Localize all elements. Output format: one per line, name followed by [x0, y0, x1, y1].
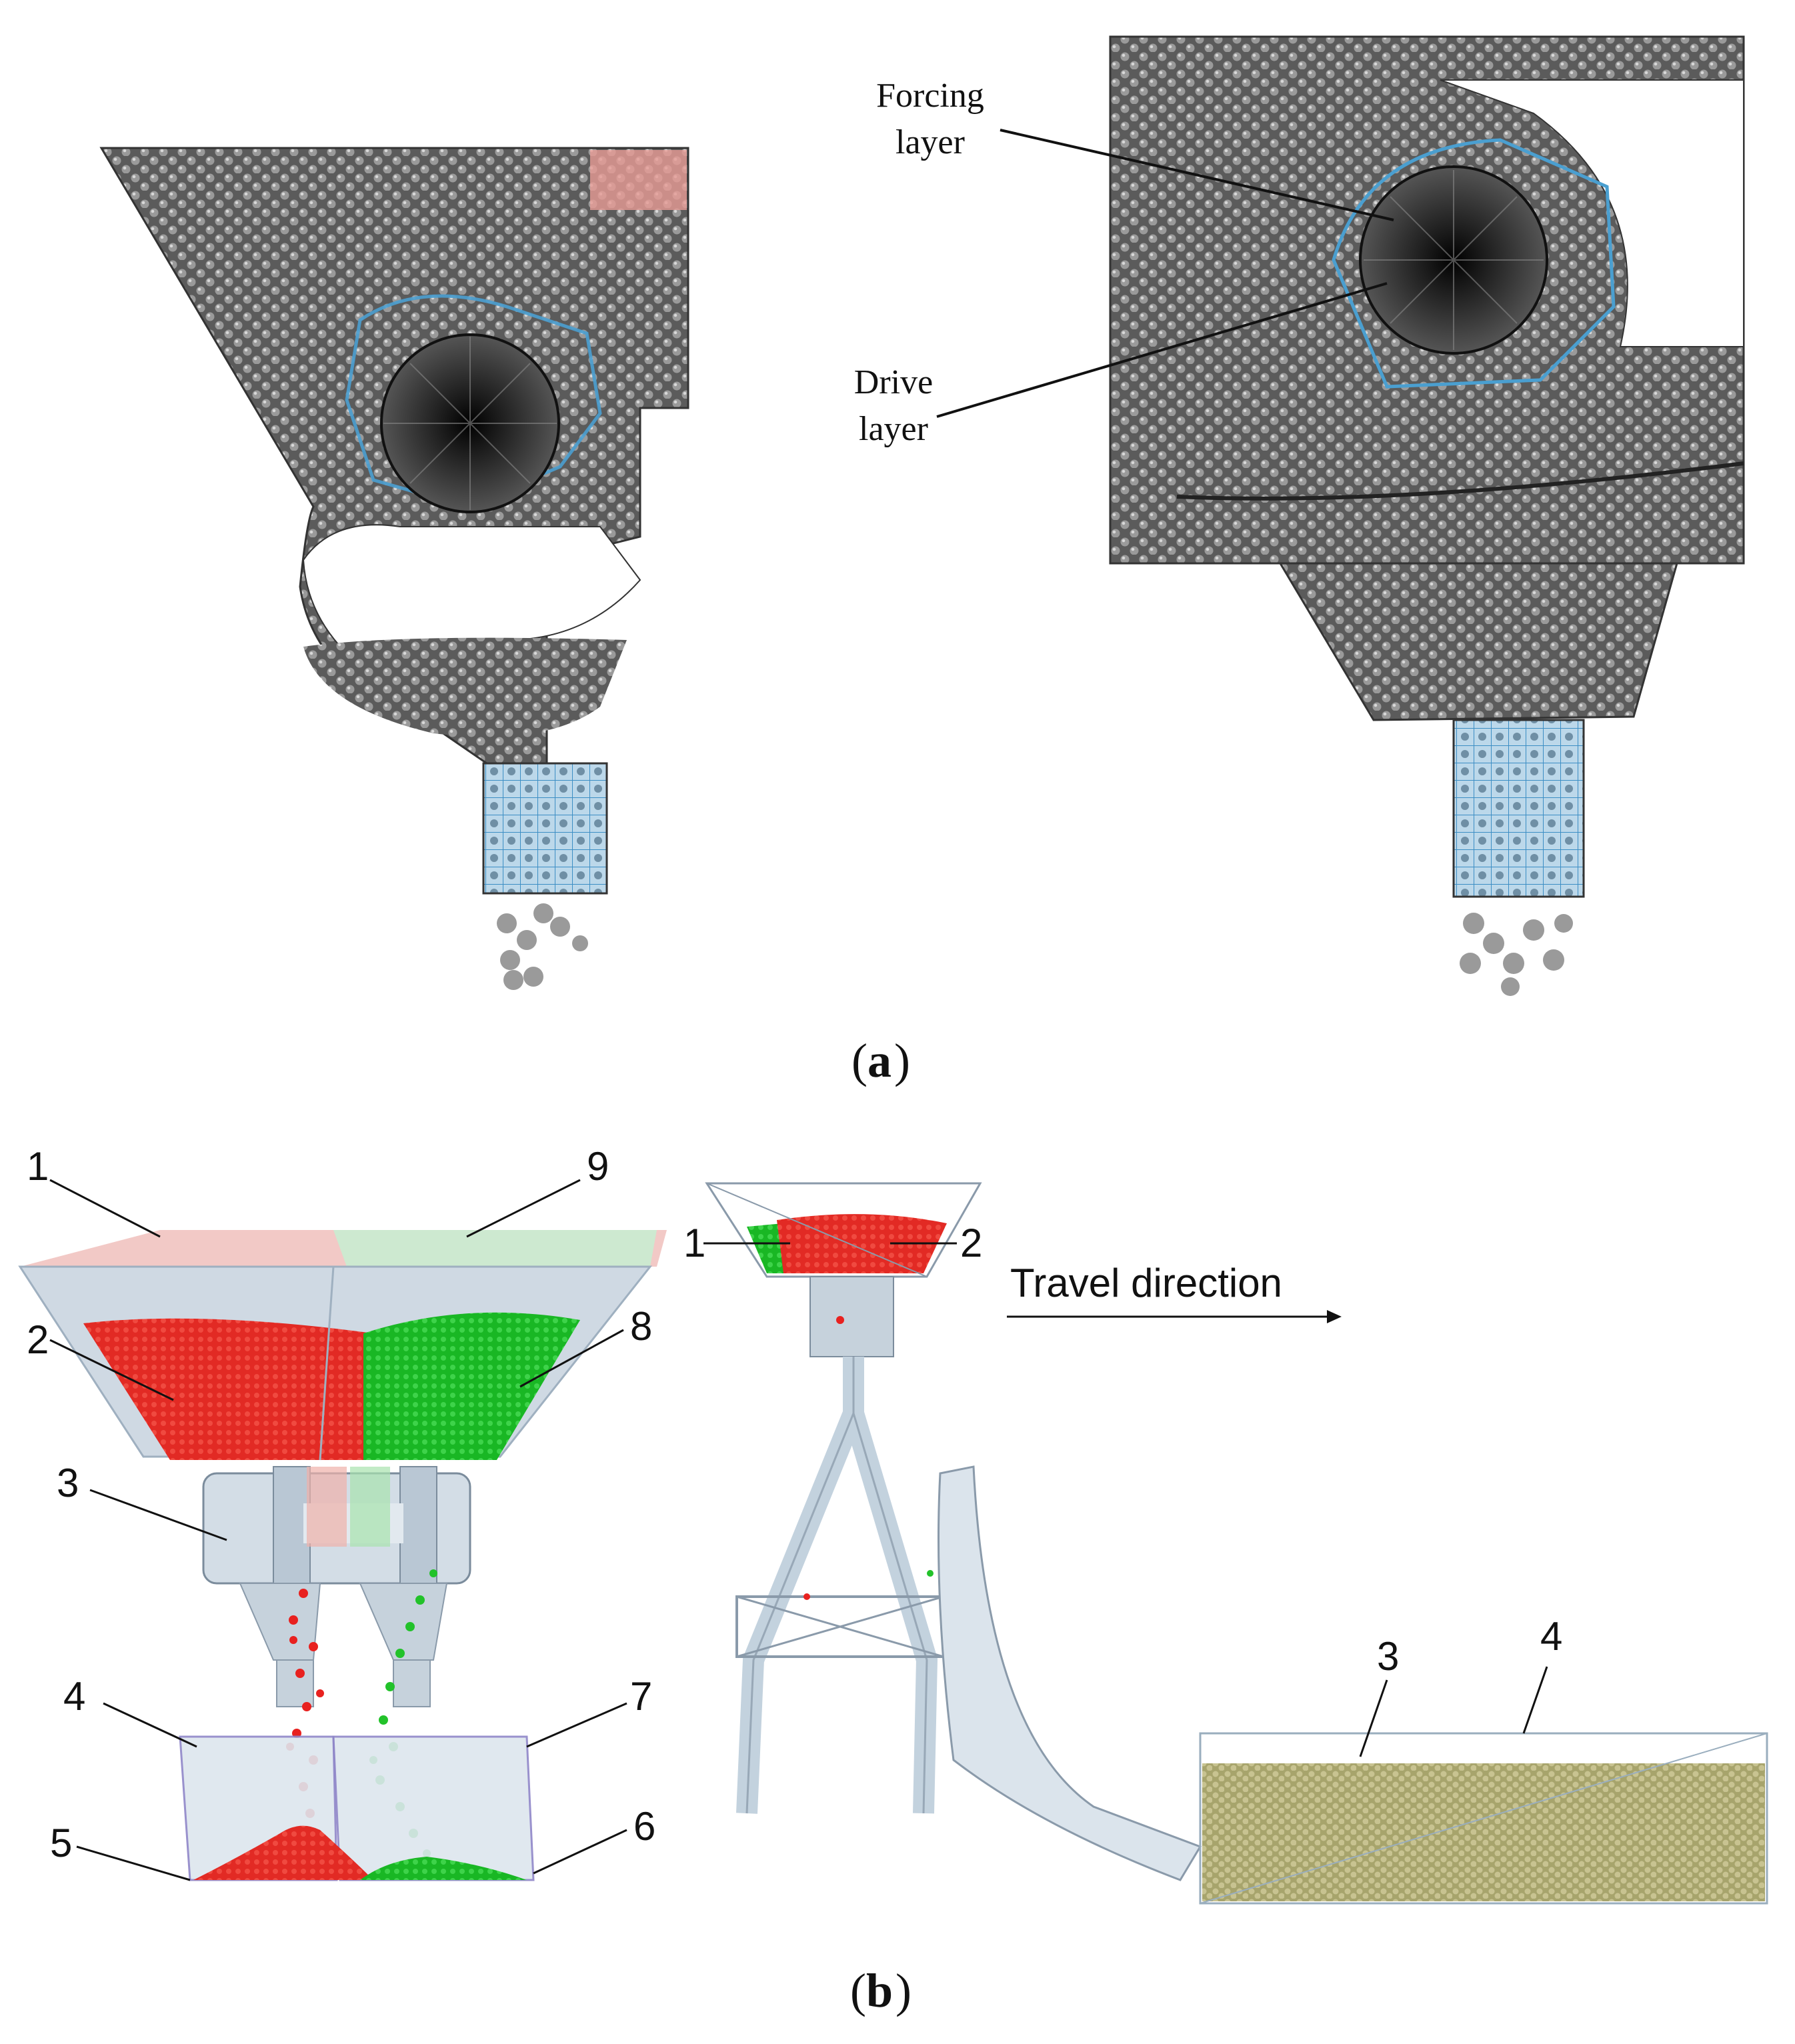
svg-text:(: ( — [851, 1034, 867, 1087]
panel-a-left-meter — [99, 147, 689, 990]
red-seed-pile — [193, 1825, 373, 1880]
discharge-tube-a-right — [1452, 719, 1585, 898]
panel-b-right-planter-unit: Travel direction 1 2 3 4 — [683, 1182, 1768, 1905]
forcing-layer-leader — [1000, 129, 1394, 221]
upper-chamber-empty — [1440, 79, 1744, 347]
hopper-top-right-green — [333, 1230, 657, 1267]
label-b-right-1: 1 — [683, 1221, 705, 1265]
label-b-left-7: 7 — [630, 1674, 652, 1719]
label-b-left-8: 8 — [630, 1304, 652, 1349]
planter-meter-box — [809, 1276, 894, 1357]
right-collection-box — [332, 1735, 535, 1881]
label-b-right-2: 2 — [960, 1221, 982, 1265]
wheel-cell-outline — [345, 294, 602, 509]
right-discharge-funnel — [359, 1583, 448, 1661]
leader-lines-b-right — [703, 1242, 1548, 1757]
planter-red-dots — [803, 1316, 844, 1600]
label-b-left-4: 4 — [63, 1674, 85, 1719]
travel-arrow-head — [1327, 1310, 1342, 1323]
wheel-cell-outline-right — [1332, 138, 1616, 389]
hopper-corner-red — [590, 150, 687, 210]
internal-chamber — [302, 524, 641, 655]
lower-seed-bed — [303, 637, 627, 737]
label-b-left-3: 3 — [57, 1461, 79, 1505]
planter-seed-tubes — [736, 1357, 938, 1814]
left-discharge-funnel — [239, 1583, 321, 1661]
red-seed-volume — [83, 1318, 373, 1460]
baffle-plate — [1176, 461, 1744, 501]
label-b-left-2: 2 — [27, 1317, 49, 1362]
green-seed-volume — [363, 1312, 580, 1460]
label-b-left-6: 6 — [633, 1804, 655, 1849]
discharge-tube-a-left — [482, 762, 608, 895]
planter-green-dots — [927, 1570, 934, 1577]
drive-label-line2: layer — [859, 410, 928, 448]
panel-b-left-divided-hopper: 1 9 2 8 3 4 7 5 6 — [18, 1144, 667, 1881]
caption-a-letter: a — [867, 1034, 891, 1087]
travel-direction-label: Travel direction — [1010, 1261, 1282, 1305]
funnel-a-right — [1278, 562, 1678, 721]
forcing-label-line1: Forcing — [876, 77, 984, 115]
label-b-left-1: 1 — [27, 1144, 49, 1189]
planter-red-seed — [777, 1214, 947, 1273]
svg-text:): ) — [895, 1964, 912, 2017]
falling-seeds-a-right — [1460, 913, 1573, 996]
soil-bin-frame — [1199, 1732, 1768, 1905]
label-b-left-5: 5 — [50, 1821, 72, 1865]
label-b-right-4: 4 — [1540, 1614, 1562, 1659]
soybean-fill — [1202, 1763, 1765, 1901]
svg-text:(: ( — [850, 1964, 866, 2017]
drive-label-line1: Drive — [854, 363, 933, 401]
leader-lines-b-left — [49, 1179, 627, 1881]
green-seed-pile — [360, 1857, 527, 1880]
falling-seeds-a-left — [497, 903, 588, 990]
label-b-right-3: 3 — [1377, 1634, 1399, 1679]
metering-wheel-assembly — [202, 1466, 471, 1591]
caption-b-letter: b — [866, 1964, 893, 2017]
svg-text:): ) — [894, 1034, 910, 1087]
drive-layer-leader — [936, 282, 1388, 418]
planter-curved-chute — [938, 1465, 1202, 1881]
label-b-left-9: 9 — [587, 1144, 609, 1189]
caption-b: ( b ) — [850, 1964, 912, 2017]
caption-a: ( a ) — [851, 1034, 910, 1087]
forcing-label-line2: layer — [895, 123, 965, 161]
panel-a-right-meter: Forcing layer Drive layer — [854, 35, 1745, 996]
